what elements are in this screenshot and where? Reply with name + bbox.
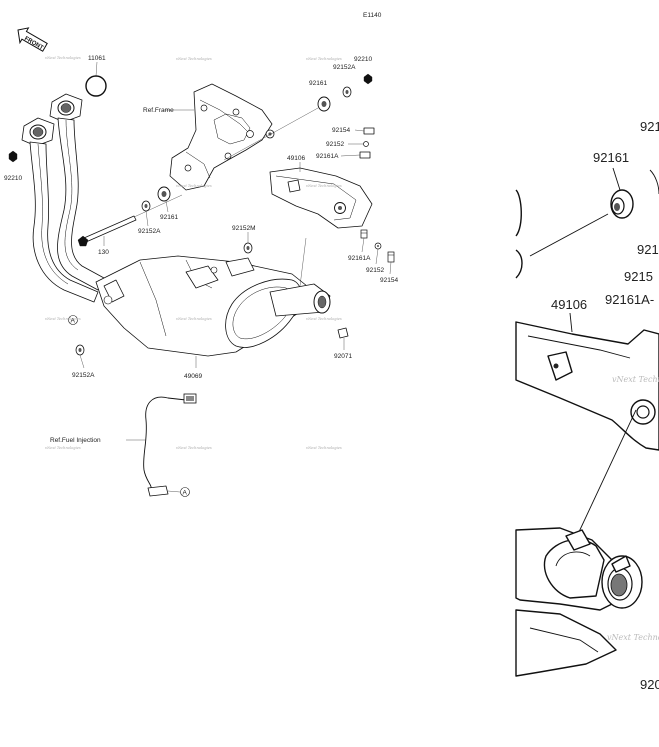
marker-a-top-label: A: [71, 318, 76, 325]
collar-92161A-low: 92161A: [348, 229, 371, 262]
svg-text:vNext Technologies: vNext Technologies: [45, 56, 81, 60]
svg-text:vNext Technologies: vNext Technologies: [306, 317, 342, 321]
svg-text:vNext Technologies: vNext Technologies: [607, 633, 659, 642]
marker-a-sensor-label: A: [183, 490, 188, 497]
svg-text:vNext Technologies: vNext Technologies: [176, 317, 212, 321]
svg-text:vNext Technologies: vNext Technologies: [612, 375, 659, 384]
bolt-92154-low: 92154: [380, 251, 398, 284]
link-pipe: [269, 283, 331, 317]
zoom-callout-921-top: 921: [640, 119, 659, 134]
grommet-92161-top: 92161: [309, 80, 331, 112]
callout-130: 130: [98, 249, 109, 256]
zoom-detail-panel: 921 92161 921 9215 92161A- 49106 vNext T…: [515, 119, 659, 692]
callout-92152-top: 92152: [326, 141, 344, 148]
callout-92210-top: 92210: [354, 56, 372, 63]
callout-92210-left: 92210: [4, 175, 22, 182]
zoom-callout-9215: 9215: [624, 269, 653, 284]
callout-92071: 92071: [334, 353, 352, 360]
washer-92152A-mid: 92152A: [138, 200, 161, 235]
callout-11061: 11061: [88, 55, 106, 62]
zoom-callout-921-mid: 921: [637, 242, 659, 257]
bolt-92154-top: 92154: [332, 127, 375, 135]
callout-92161A-top: 92161A: [316, 153, 339, 160]
svg-text:vNext Technologies: vNext Technologies: [176, 57, 212, 61]
clamp-92071: 92071: [334, 327, 352, 360]
callout-92152A-top: 92152A: [333, 64, 356, 71]
callout-92152M: 92152M: [232, 225, 256, 232]
oxygen-sensor: A Ref.Fuel Injection: [50, 393, 197, 497]
leader-heatguard-to-pipe: [299, 237, 307, 287]
callout-92154-top: 92154: [332, 127, 350, 134]
marker-a-top: A: [68, 315, 78, 325]
bolt-130: 130: [77, 215, 137, 256]
callout-92152A-mid: 92152A: [138, 228, 161, 235]
heat-guard-49106: 49106: [269, 155, 373, 229]
svg-text:vNext Technologies: vNext Technologies: [45, 446, 81, 450]
svg-text:vNext Technologies: vNext Technologies: [176, 184, 212, 188]
nut-92210-top: 92210: [354, 56, 372, 85]
washer-92152M: 92152M: [232, 225, 256, 254]
nut-92210-left: 92210: [4, 150, 22, 182]
front-arrow-icon: FRONT: [17, 27, 48, 52]
zoom-callout-920: 920: [640, 677, 659, 692]
callout-ref-frame: Ref.Frame: [143, 107, 174, 114]
washer-92152A-top: 92152A: [333, 64, 356, 98]
callout-92152A-low: 92152A: [72, 372, 95, 379]
gasket-11061: 11061: [85, 55, 107, 97]
exhaust-flange-rear: [49, 93, 83, 123]
callout-49106: 49106: [287, 155, 305, 162]
svg-text:vNext Technologies: vNext Technologies: [306, 446, 342, 450]
callout-ref-fuel-injection: Ref.Fuel Injection: [50, 437, 101, 444]
watermarks-main: vNext Technologies vNext Technologies vN…: [45, 56, 342, 450]
zoom-callout-92161: 92161: [593, 150, 629, 165]
callout-92161-top: 92161: [309, 80, 327, 87]
svg-text:vNext Technologies: vNext Technologies: [306, 57, 342, 61]
callout-92154-low: 92154: [380, 277, 398, 284]
zoom-callout-49106: 49106: [551, 297, 587, 312]
washer-92152A-low: 92152A: [72, 344, 95, 379]
callout-92152-low: 92152: [366, 267, 384, 274]
washer-92152-top: 92152: [326, 141, 369, 148]
leader-top-mount: [223, 107, 319, 161]
diagram-code: E1140: [363, 12, 382, 19]
zoom-callout-92161A: 92161A-: [605, 292, 654, 307]
frame-bracket: Ref.Frame: [143, 83, 275, 191]
callout-49069: 49069: [184, 373, 202, 380]
svg-text:vNext Technologies: vNext Technologies: [176, 446, 212, 450]
muffler-49069: 49069: [95, 255, 313, 380]
callout-92161-mid: 92161: [160, 214, 178, 221]
washer-92152-low: 92152: [366, 242, 384, 274]
exhaust-header-pipes: [29, 117, 105, 303]
exhaust-flange-front: [21, 117, 55, 147]
svg-text:vNext Technologies: vNext Technologies: [45, 317, 81, 321]
grommet-92161-mid: 92161: [157, 186, 178, 221]
svg-text:vNext Technologies: vNext Technologies: [306, 184, 342, 188]
callout-92161A-low: 92161A: [348, 255, 371, 262]
collar-92161A-top: 92161A: [316, 151, 371, 160]
